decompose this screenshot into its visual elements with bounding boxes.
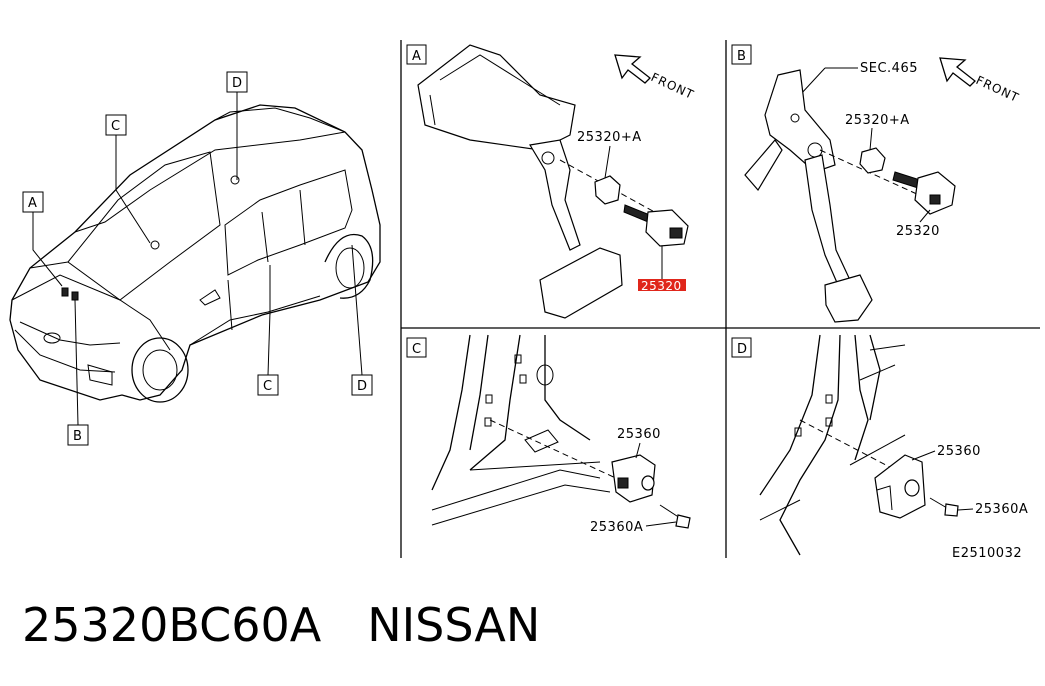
panel-b: B FRONT SEC.465 25320+A 25320 <box>731 44 1022 323</box>
panel-b-tag: B <box>737 49 746 64</box>
brand-name: NISSAN <box>367 598 541 652</box>
front-arrow-icon <box>614 54 651 84</box>
front-arrow-icon <box>939 57 976 87</box>
panel-c-switch-label: 25360 <box>617 427 661 442</box>
panel-b-tag-box <box>731 44 752 65</box>
panel-grid <box>400 40 1040 558</box>
vehicle-overview <box>9 92 381 426</box>
panel-a: A FRONT 25320+A 25320 <box>406 44 697 319</box>
callout-a-label: A <box>28 196 37 211</box>
panel-d-tag-box <box>731 337 752 358</box>
panel-a-front-label: FRONT <box>649 70 697 102</box>
panel-d: D 25360 25360A E2510032 <box>731 334 1028 561</box>
panel-a-switch-label: 25320 <box>641 279 682 293</box>
part-caption: 25320BC60A NISSAN <box>22 598 540 652</box>
panel-d-switch-label: 25360 <box>937 444 981 459</box>
callout-c-lower: C <box>257 374 279 396</box>
part-25320a-a <box>594 175 621 205</box>
panel-c-tag: C <box>412 342 421 357</box>
callout-b-label: B <box>73 429 82 444</box>
panel-a-tag: A <box>412 49 421 64</box>
drawing-code: E2510032 <box>952 546 1022 561</box>
panel-a-bracket-label: 25320+A <box>577 130 642 145</box>
panel-b-front-label: FRONT <box>974 73 1022 105</box>
panel-d-bolt-label: 25360A <box>975 502 1028 517</box>
callout-d-upper-label: D <box>232 76 242 91</box>
callout-b: B <box>67 424 89 446</box>
callout-d-upper: D <box>226 71 248 93</box>
callout-d-lower-label: D <box>357 379 367 394</box>
panel-c-tag-box <box>406 337 427 358</box>
panel-a-tag-box <box>406 44 427 65</box>
callout-a: A <box>22 191 44 213</box>
panel-b-switch-label: 25320 <box>896 224 940 239</box>
callout-c-upper-label: C <box>111 119 120 134</box>
highlight-box <box>638 279 686 291</box>
panel-b-bracket-label: 25320+A <box>845 113 910 128</box>
panel-b-section-ref: SEC.465 <box>860 61 918 76</box>
callout-c-lower-label: C <box>263 379 272 394</box>
panel-d-tag: D <box>737 342 747 357</box>
callout-c-upper: C <box>105 114 127 136</box>
part-number: 25320BC60A <box>22 598 322 652</box>
callout-d-lower: D <box>351 374 373 396</box>
panel-c: C 25360 25360A <box>406 334 691 535</box>
panel-c-bolt-label: 25360A <box>590 520 643 535</box>
